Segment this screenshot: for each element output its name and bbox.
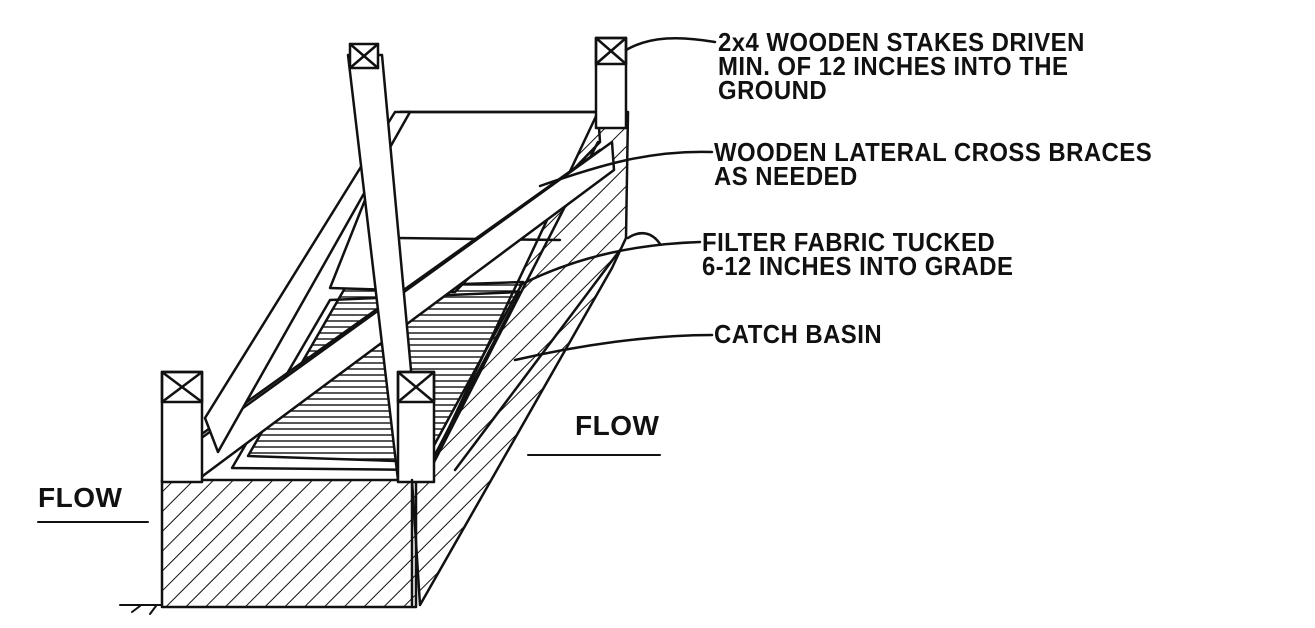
stake-back-right <box>594 36 628 130</box>
leader-basin <box>513 333 714 362</box>
stake-front-right <box>396 370 436 607</box>
callout-braces-line1: WOODEN LATERAL CROSS BRACES <box>714 137 1153 167</box>
callout-fabric-line1: FILTER FABRIC TUCKED <box>702 227 996 257</box>
lateral-cross-brace-back <box>203 110 412 454</box>
stake-back-left <box>348 42 380 70</box>
leader-stakes <box>624 36 717 52</box>
ground-line <box>119 604 163 615</box>
flow-label-left: FLOW <box>38 482 123 513</box>
callout-stakes-line3: GROUND <box>718 75 828 105</box>
stake-front-left <box>160 370 204 484</box>
leader-braces <box>538 150 714 188</box>
flow-label-right: FLOW <box>575 410 660 441</box>
callout-stakes-line2: MIN. OF 12 INCHES INTO THE <box>718 51 1069 81</box>
fabric-front-wall <box>160 478 418 609</box>
callout-basin-line1: CATCH BASIN <box>714 319 883 349</box>
callout-fabric-line2: 6-12 INCHES INTO GRADE <box>702 251 1014 281</box>
leader-fabric <box>518 240 702 287</box>
callout-braces-line2: AS NEEDED <box>714 161 858 191</box>
callout-stakes-line1: 2x4 WOODEN STAKES DRIVEN <box>718 27 1085 57</box>
